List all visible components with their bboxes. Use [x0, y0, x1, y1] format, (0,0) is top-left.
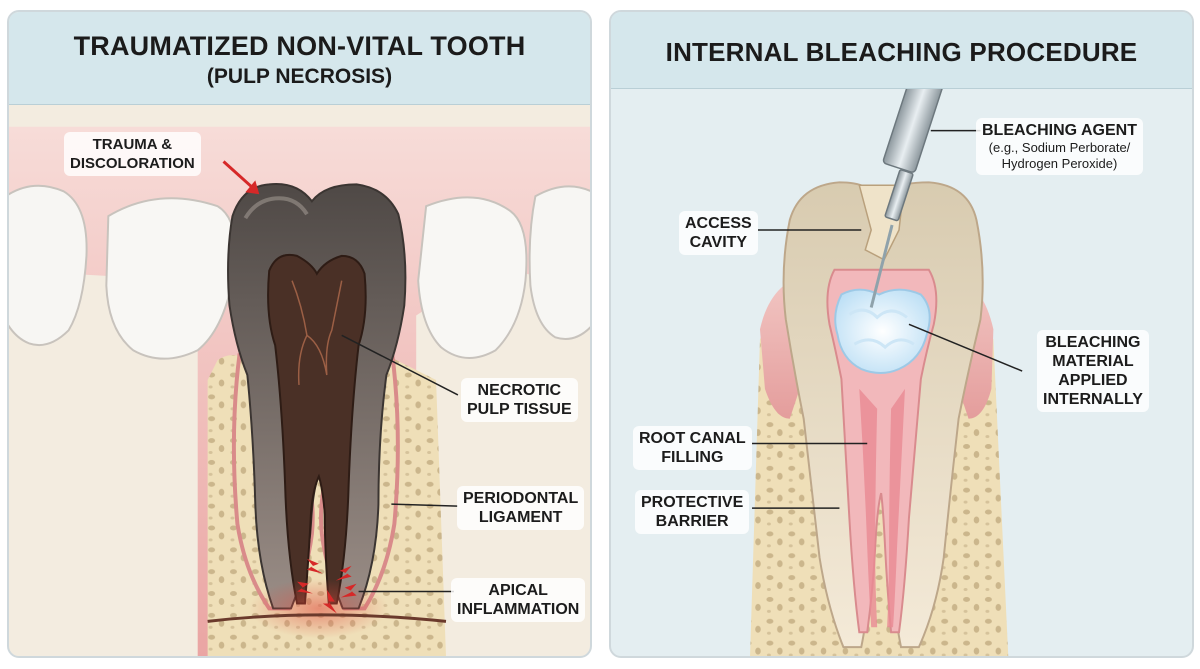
label-root-canal-line-1: ROOT CANAL [639, 430, 746, 447]
root-canal-filling [859, 388, 878, 628]
neighbor-tooth-far-right [528, 185, 590, 340]
label-agent-detail-1: (e.g., Sodium Perborate/ [988, 140, 1131, 155]
label-agent-title: BLEACHING AGENT [982, 122, 1137, 139]
label-periodontal-ligament: PERIODONTAL LIGAMENT [457, 486, 585, 530]
label-trauma-line-2: DISCOLORATION [70, 155, 195, 172]
label-apical-line-2: INFLAMMATION [457, 601, 580, 618]
label-necrotic-pulp-tissue: NECROTIC PULP TISSUE [461, 378, 578, 422]
label-periodontal-line-2: LIGAMENT [478, 509, 563, 526]
label-root-canal-line-2: FILLING [661, 449, 724, 466]
label-agent-detail-2: Hydrogen Peroxide) [1001, 156, 1118, 171]
label-bleaching-agent: BLEACHING AGENT (e.g., Sodium Perborate/… [976, 118, 1143, 175]
label-trauma-discoloration: TRAUMA & DISCOLORATION [64, 132, 201, 176]
label-bleaching-material: BLEACHING MATERIAL APPLIED INTERNALLY [1037, 330, 1149, 412]
label-material-line-3: APPLIED [1058, 372, 1128, 389]
label-root-canal-filling: ROOT CANAL FILLING [633, 426, 752, 470]
right-panel-header: INTERNAL BLEACHING PROCEDURE [611, 12, 1192, 89]
right-panel: INTERNAL BLEACHING PROCEDURE [609, 10, 1194, 658]
label-apical-inflammation: APICAL INFLAMMATION [451, 578, 586, 622]
label-barrier-line-1: PROTECTIVE [641, 494, 744, 511]
neighbor-tooth-right [417, 196, 528, 359]
label-material-line-4: INTERNALLY [1043, 391, 1143, 408]
label-protective-barrier: PROTECTIVE BARRIER [635, 490, 750, 534]
label-material-line-2: MATERIAL [1052, 353, 1134, 370]
label-periodontal-line-1: PERIODONTAL [463, 490, 579, 507]
label-necrotic-line-2: PULP TISSUE [467, 401, 572, 418]
left-panel-subtitle: (PULP NECROSIS) [206, 65, 393, 88]
label-apical-line-1: APICAL [488, 582, 548, 599]
neighbor-tooth-far-left [9, 184, 88, 347]
label-access-line-2: CAVITY [689, 234, 748, 251]
inflammation-marks [297, 558, 357, 614]
trauma-arrow [222, 160, 255, 190]
right-panel-title: INTERNAL BLEACHING PROCEDURE [665, 37, 1138, 67]
neighbor-tooth-left [105, 197, 237, 360]
label-trauma-line-1: TRAUMA & [92, 136, 173, 153]
label-barrier-line-2: BARRIER [655, 513, 729, 530]
syringe [869, 89, 946, 308]
non-vital-tooth-illustration [9, 126, 590, 656]
internal-bleaching-illustration [750, 89, 1023, 656]
label-access-cavity: ACCESS CAVITY [679, 211, 758, 255]
label-material-line-1: BLEACHING [1045, 334, 1141, 351]
left-panel-header: TRAUMATIZED NON-VITAL TOOTH (PULP NECROS… [9, 12, 590, 105]
left-panel-title: TRAUMATIZED NON-VITAL TOOTH [73, 31, 526, 61]
label-access-line-1: ACCESS [685, 215, 752, 232]
label-necrotic-line-1: NECROTIC [477, 382, 562, 399]
left-panel: TRAUMATIZED NON-VITAL TOOTH (PULP NECROS… [7, 10, 592, 658]
